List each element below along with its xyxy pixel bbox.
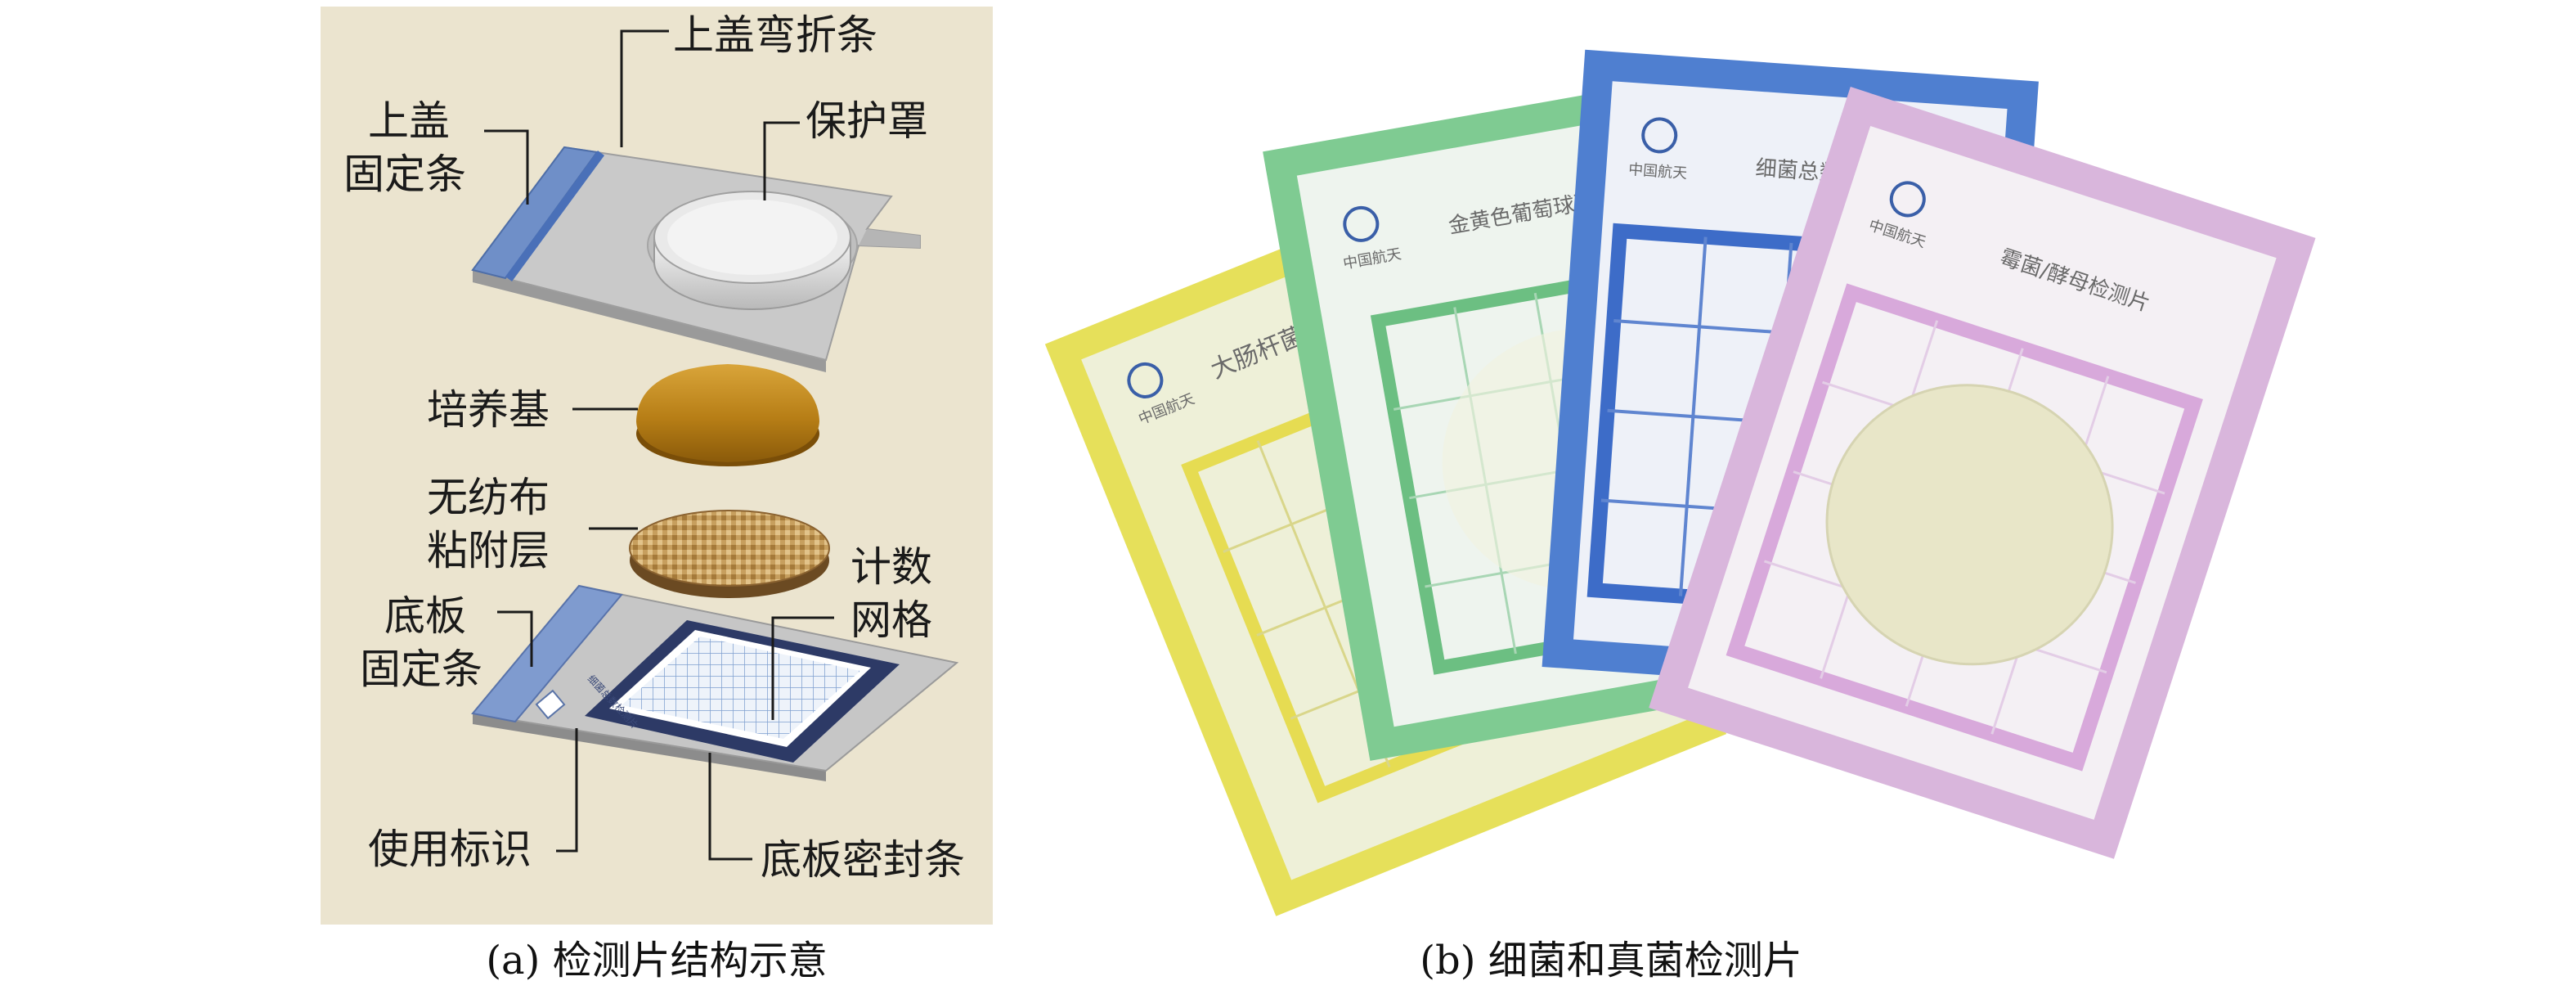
label-count-grid-1: 计数 <box>850 543 932 591</box>
svg-text:中国航天: 中国航天 <box>1627 161 1687 182</box>
base-plate: 细菌总数检测片 <box>471 584 959 781</box>
leader-lines <box>484 29 834 861</box>
nonwoven-layer-disc <box>629 510 830 598</box>
label-base-fix-1: 底板 <box>384 592 466 640</box>
label-culture-medium: 培养基 <box>427 386 550 434</box>
top-cover-plate <box>471 146 921 372</box>
culture-medium-disc <box>636 364 819 466</box>
caption-panel-b: (b) 细菌和真菌检测片 <box>1420 938 1802 983</box>
packet-mold-yeast: 中国航天 霉菌/酵母检测片 <box>1649 87 2316 859</box>
usage-mark <box>535 689 566 720</box>
label-protective-cover: 保护罩 <box>806 97 928 145</box>
label-count-grid-2: 网格 <box>850 596 932 644</box>
label-top-cover-fix-1: 上盖 <box>368 97 450 145</box>
label-base-fix-2: 固定条 <box>360 646 482 693</box>
label-top-cover-fix-2: 固定条 <box>343 151 466 198</box>
label-nonwoven-2: 粘附层 <box>427 527 550 574</box>
top-cover-fold-strip <box>505 151 605 281</box>
label-top-cover-fold-strip: 上盖弯折条 <box>673 11 877 59</box>
label-nonwoven-1: 无纺布 <box>427 474 550 521</box>
base-fixing-strip <box>471 584 623 723</box>
caption-panel-a: (a) 检测片结构示意 <box>486 938 827 983</box>
count-grid <box>622 637 860 739</box>
label-usage-mark: 使用标识 <box>368 826 532 873</box>
panel-a-background <box>321 7 993 925</box>
label-base-seal-strip: 底板密封条 <box>761 836 965 884</box>
packets-photo: 中国航天 大肠杆菌 中国航天 金黄色葡萄球菌 <box>1044 49 2316 916</box>
